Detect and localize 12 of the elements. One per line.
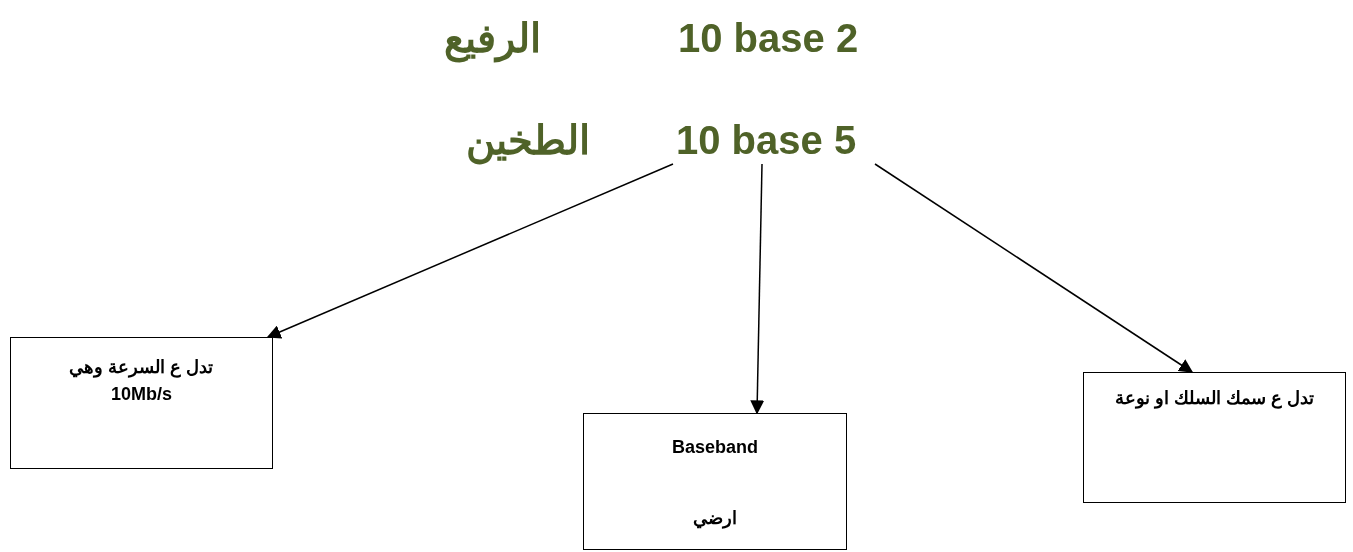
text-box [1083, 372, 1346, 503]
heading-text: 10 base 5 [676, 118, 857, 162]
box-text: Baseband [672, 436, 758, 459]
heading-text: 10 base 2 [678, 16, 859, 60]
arrow [874, 163, 1194, 373]
box-text: ارضي [693, 507, 737, 531]
box-text: تدل ع السرعة وهي 10Mb/s [68, 356, 215, 406]
box-text: تدل ع سمك السلك او نوعة [1115, 387, 1314, 411]
text-box [10, 337, 273, 469]
text-box [583, 413, 847, 550]
arrow [750, 163, 765, 415]
arrow [266, 163, 674, 339]
